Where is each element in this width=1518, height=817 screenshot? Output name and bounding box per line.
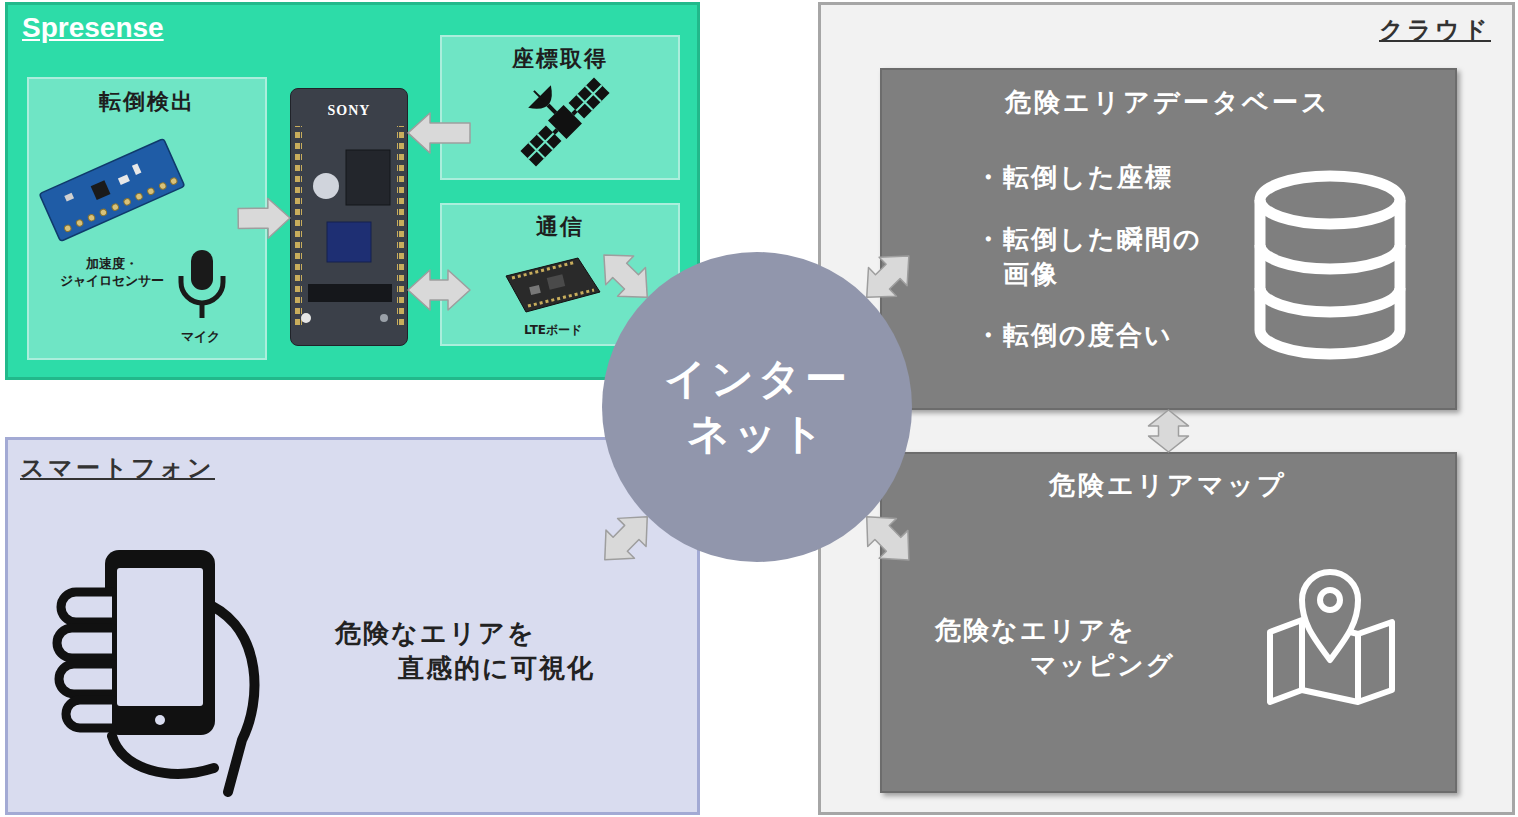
text-holder: 危険エリアデータベース (898, 85, 1438, 120)
panel-title: Spresense (22, 12, 164, 44)
text-holder: ・転倒した座標 (975, 160, 1173, 195)
function-box: 転倒検出加速度・ ジャイロセンサーマイク (27, 77, 267, 360)
block-arrow (604, 255, 647, 297)
bullet-item: ・転倒した瞬間の 画像 (975, 222, 1243, 292)
text-holder: SONY (299, 101, 399, 119)
board-logo: SONY (328, 103, 371, 119)
panel-title: クラウド (1379, 14, 1491, 46)
function-box: 座標取得 (440, 35, 680, 180)
block-arrow (605, 517, 647, 560)
bullet-item: ・転倒した座標 (975, 160, 1173, 195)
block-arrow (867, 517, 909, 560)
block-arrow (408, 270, 470, 310)
text-holder: クラウド (1360, 14, 1510, 46)
database-box: 危険エリアデータベース・転倒した座標・転倒した瞬間の 画像・転倒の度合い (880, 68, 1457, 410)
block-arrow (408, 113, 470, 153)
block-arrow (1149, 410, 1189, 452)
box-body: 危険なエリアを マッピング (935, 613, 1190, 683)
bullet-item: ・転倒の度合い (975, 318, 1173, 353)
text-holder: ・転倒の度合い (975, 318, 1173, 353)
text-holder: 加速度・ ジャイロセンサー (37, 256, 187, 290)
lte-board-picture (506, 258, 600, 312)
cloud-panel: クラウド危険エリアデータベース・転倒した座標・転倒した瞬間の 画像・転倒の度合い… (818, 2, 1515, 815)
microcontroller-board: SONY (290, 88, 408, 346)
text-holder: 危険なエリアを マッピング (935, 613, 1190, 683)
block-arrow (867, 256, 909, 297)
text-holder: Spresense (22, 12, 164, 44)
microphone-icon (181, 250, 223, 318)
text-holder: 座標取得 (450, 44, 670, 74)
text-holder: スマートフォン (20, 452, 215, 484)
box-title: 座標取得 (512, 44, 608, 74)
system-panel: Spresense 転倒検出加速度・ ジャイロセンサーマイク SONY 座標取得通信 L… (5, 2, 700, 380)
text-holder: 危険エリアマップ (898, 468, 1438, 503)
text-holder: LTEボード (483, 320, 623, 339)
spresense-board-detail (295, 126, 404, 326)
text-holder: 転倒検出 (32, 87, 262, 117)
part-caption: 加速度・ ジャイロセンサー (53, 256, 171, 290)
map-box: 危険エリアマップ危険なエリアを マッピング (880, 452, 1457, 793)
text-holder: 危険なエリアを 直感的に可視化 (335, 616, 628, 686)
box-title: 通信 (536, 212, 584, 242)
box-title: 危険エリアマップ (1049, 468, 1287, 503)
map-pin-icon (1270, 572, 1392, 702)
panel-body: 危険なエリアを 直感的に可視化 (335, 616, 628, 686)
text-holder: インター ネット (602, 252, 912, 562)
block-arrow (238, 198, 290, 238)
part-caption: マイク (181, 329, 220, 346)
text-holder: ・転倒した瞬間の 画像 (975, 222, 1243, 292)
database-icon (1260, 176, 1400, 354)
box-title: 転倒検出 (99, 87, 195, 117)
text-holder: マイク (155, 327, 245, 346)
circle-label: インター ネット (652, 352, 862, 461)
smartphone-panel: スマートフォン危険なエリアを 直感的に可視化 (5, 437, 700, 815)
satellite-icon (497, 54, 611, 168)
sensor-board-picture (39, 139, 184, 242)
text-holder: 通信 (450, 212, 670, 242)
part-caption: LTEボード (524, 322, 582, 339)
panel-title: スマートフォン (20, 452, 215, 484)
network-circle: インター ネット (602, 252, 912, 562)
phone-in-hand-icon (57, 550, 254, 792)
box-title: 危険エリアデータベース (1005, 85, 1331, 120)
